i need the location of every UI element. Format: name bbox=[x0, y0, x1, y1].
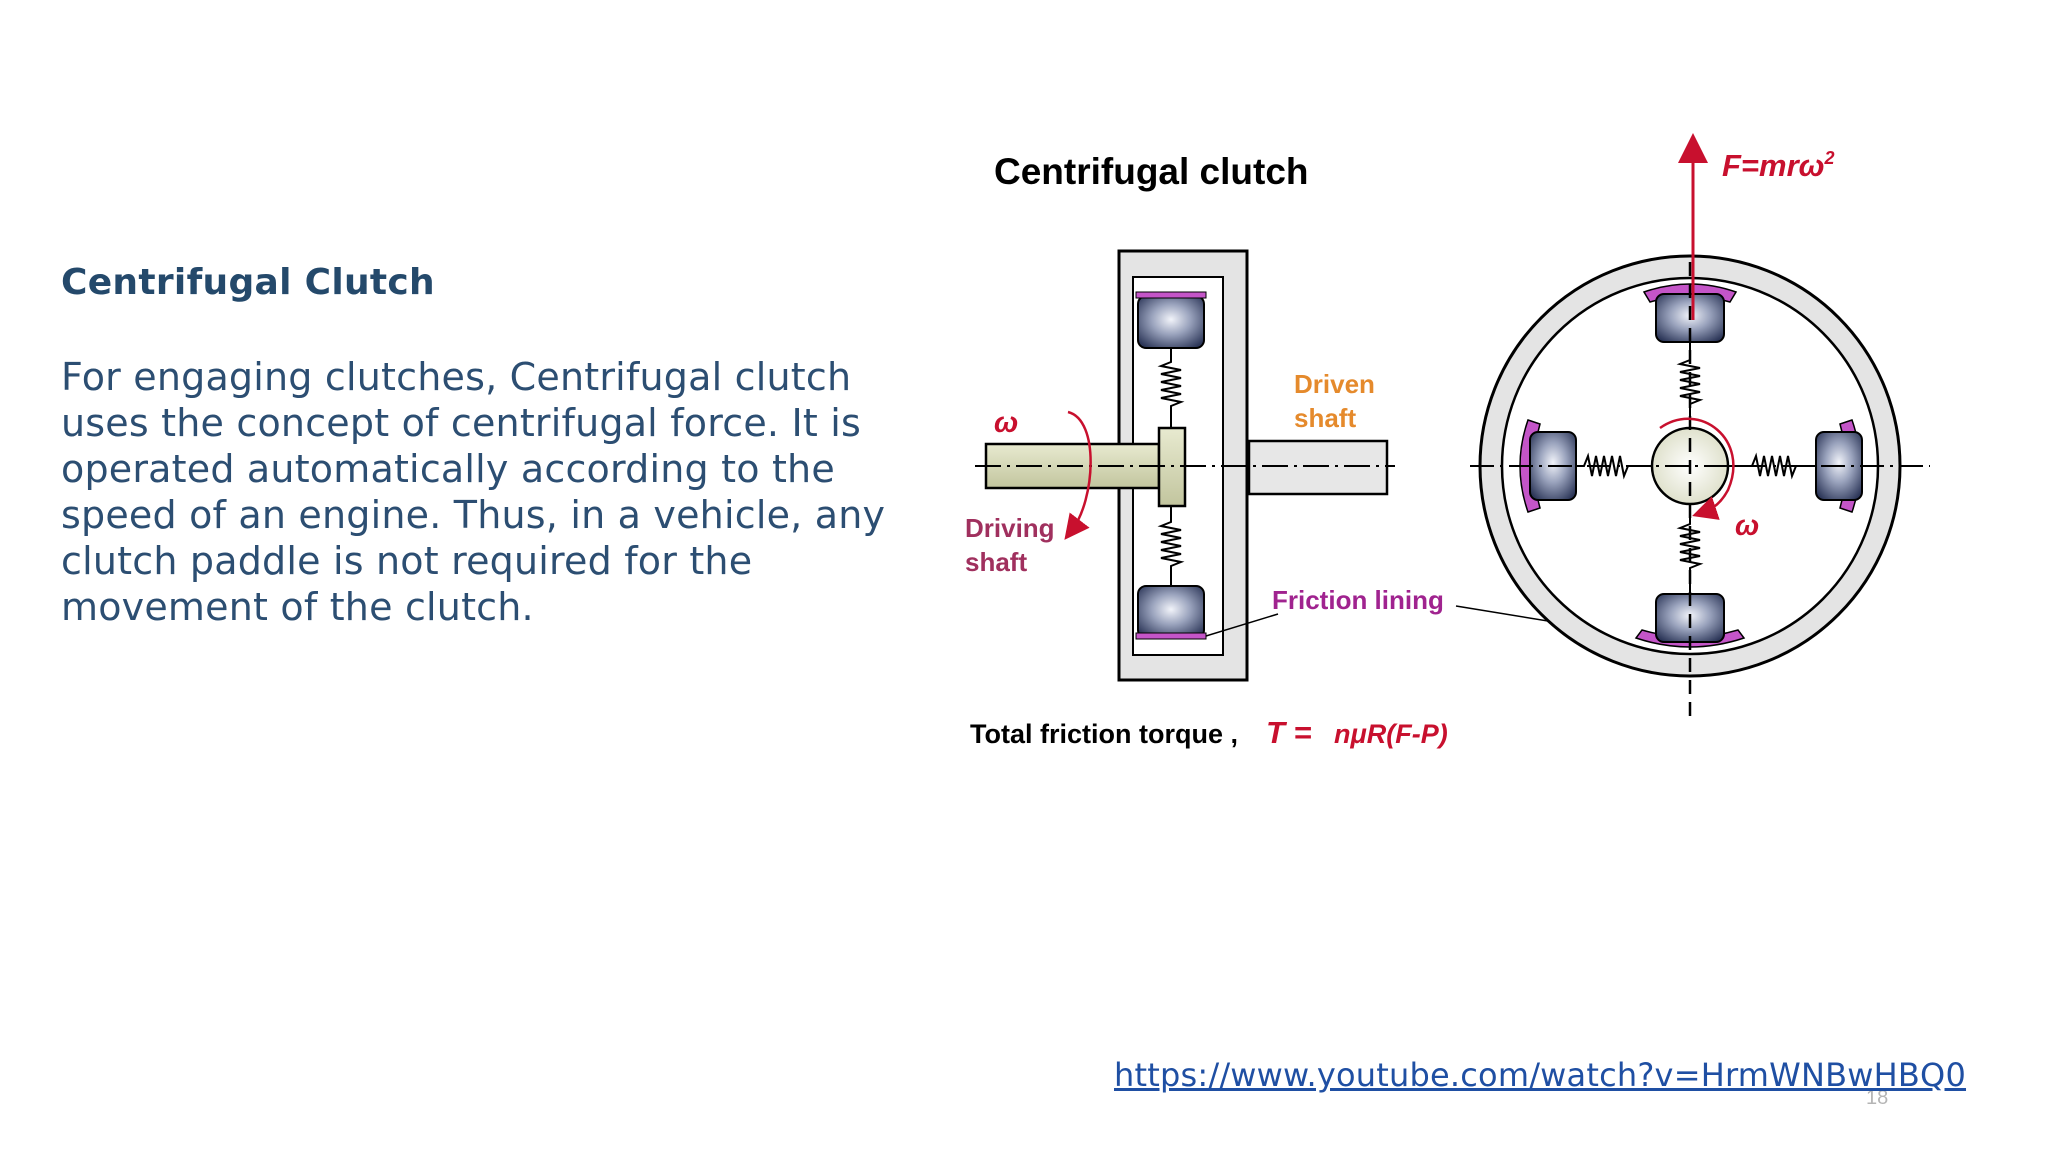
force-formula-base: F=mrω bbox=[1722, 148, 1825, 183]
rotation-arrow-front bbox=[1659, 417, 1735, 520]
friction-lining-top-side bbox=[1135, 291, 1207, 299]
driving-shaft-label-line: shaft bbox=[965, 547, 1027, 577]
diagram-title: Centrifugal clutch bbox=[994, 151, 1309, 192]
omega-front: ω bbox=[1735, 510, 1759, 542]
omega-side: ω bbox=[994, 407, 1018, 439]
driving-shaft-label: Driving shaft bbox=[965, 513, 1062, 577]
spring bbox=[1157, 506, 1185, 586]
torque-symbol: T = bbox=[1266, 715, 1312, 750]
page-number: 18 bbox=[1866, 1087, 1889, 1109]
friction-lining-bottom-side bbox=[1135, 632, 1207, 640]
spring bbox=[1676, 504, 1704, 594]
body-line: clutch paddle is not required for the bbox=[61, 539, 753, 583]
spring bbox=[1157, 348, 1185, 428]
rotation-arrow-side bbox=[1064, 410, 1092, 540]
driven-shaft-label-line: Driven bbox=[1294, 369, 1375, 399]
driven-shaft-label: Driven shaft bbox=[1294, 369, 1382, 433]
friction-lining-label: Friction lining bbox=[1272, 585, 1444, 615]
slide-body-text: For engaging clutches, Centrifugal clutc… bbox=[61, 354, 901, 630]
body-line: For engaging clutches, Centrifugal clutc… bbox=[61, 355, 852, 399]
force-formula-exponent: 2 bbox=[1824, 148, 1835, 168]
body-line: operated automatically according to the bbox=[61, 447, 835, 491]
youtube-link[interactable]: https://www.youtube.com/watch?v=HrmWNBwH… bbox=[1114, 1056, 1967, 1094]
shoe-top-side bbox=[1137, 295, 1205, 349]
body-line: speed of an engine. Thus, in a vehicle, … bbox=[61, 493, 886, 537]
front-view: ω bbox=[1470, 133, 1930, 720]
side-view: ω Driving shaft Driven shaft bbox=[965, 249, 1395, 682]
shoe-bottom-side bbox=[1137, 585, 1205, 639]
driven-shaft-label-line: shaft bbox=[1294, 403, 1356, 433]
friction-lining-leader bbox=[1205, 613, 1279, 637]
driving-shaft-label-line: Driving bbox=[965, 513, 1055, 543]
driven-shaft bbox=[1247, 439, 1389, 496]
torque-label: Total friction torque , bbox=[970, 719, 1238, 749]
torque-formula: nμR(F-P) bbox=[1334, 719, 1448, 749]
slide-heading: Centrifugal Clutch bbox=[61, 262, 435, 303]
force-formula: F=mrω2 bbox=[1722, 148, 1835, 183]
body-line: uses the concept of centrifugal force. I… bbox=[61, 401, 862, 445]
body-line: movement of the clutch. bbox=[61, 585, 534, 629]
